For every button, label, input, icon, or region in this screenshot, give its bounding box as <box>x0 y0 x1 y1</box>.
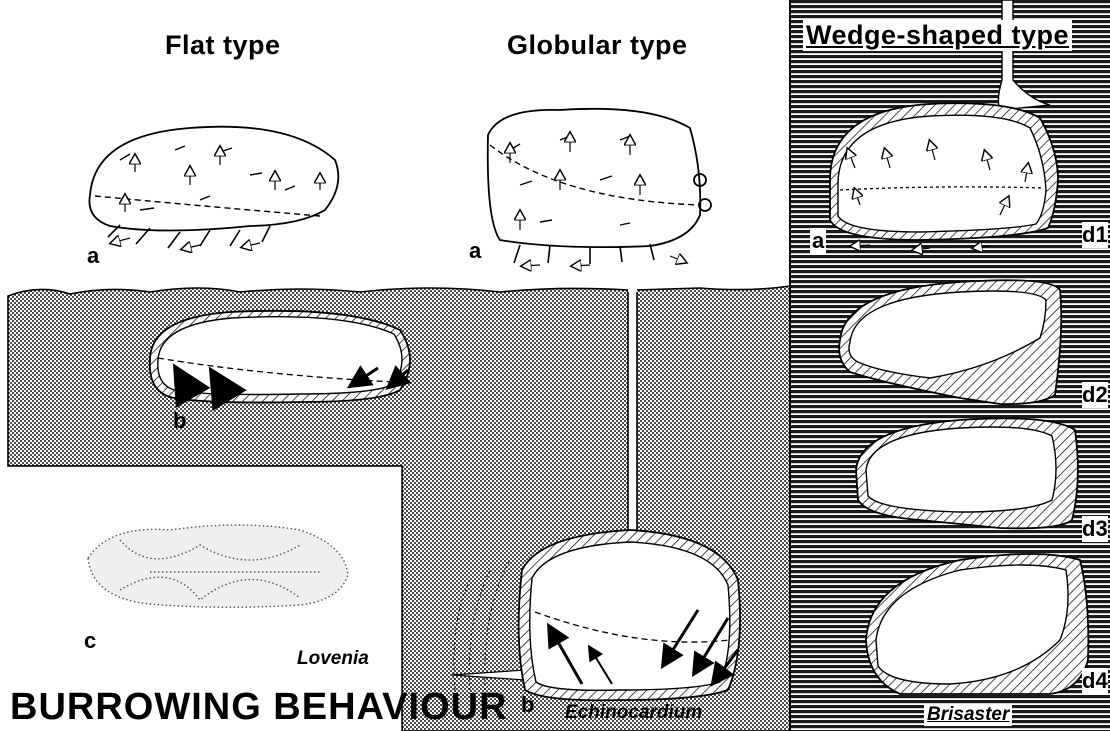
globular-type-title: Globular type <box>507 30 688 61</box>
flat-label-b: b <box>173 408 186 434</box>
wedge-type-title: Wedge-shaped type <box>803 20 1072 51</box>
globular-urchin-a <box>488 109 711 264</box>
wedge-label-a: a <box>810 228 826 254</box>
brisaster-genus-label: Brisaster <box>924 704 1012 726</box>
wedge-stage-label-d1: d1 <box>1082 222 1108 248</box>
wedge-stage-label-d2: d2 <box>1082 382 1108 408</box>
echinocardium-genus-label: Echinocardium <box>565 702 702 724</box>
lovenia-genus-label: Lovenia <box>297 648 369 670</box>
flat-urchin-a <box>89 127 338 248</box>
burrow-shaft <box>628 286 637 536</box>
flat-label-a: a <box>87 243 99 269</box>
wedge-urchin-d2 <box>856 418 1078 528</box>
wedge-urchin-a <box>830 103 1058 250</box>
globular-label-b: b <box>521 692 534 718</box>
main-heading: BURROWING BEHAVIOUR <box>10 686 508 729</box>
wedge-stage-label-d3: d3 <box>1082 516 1108 542</box>
flat-urchin-b <box>150 311 410 403</box>
globular-label-a: a <box>469 238 481 264</box>
wedge-stage-label-d4: d4 <box>1082 668 1108 694</box>
lovenia-trace <box>88 525 348 607</box>
flat-label-c: c <box>84 628 96 654</box>
flat-type-title: Flat type <box>165 30 281 61</box>
